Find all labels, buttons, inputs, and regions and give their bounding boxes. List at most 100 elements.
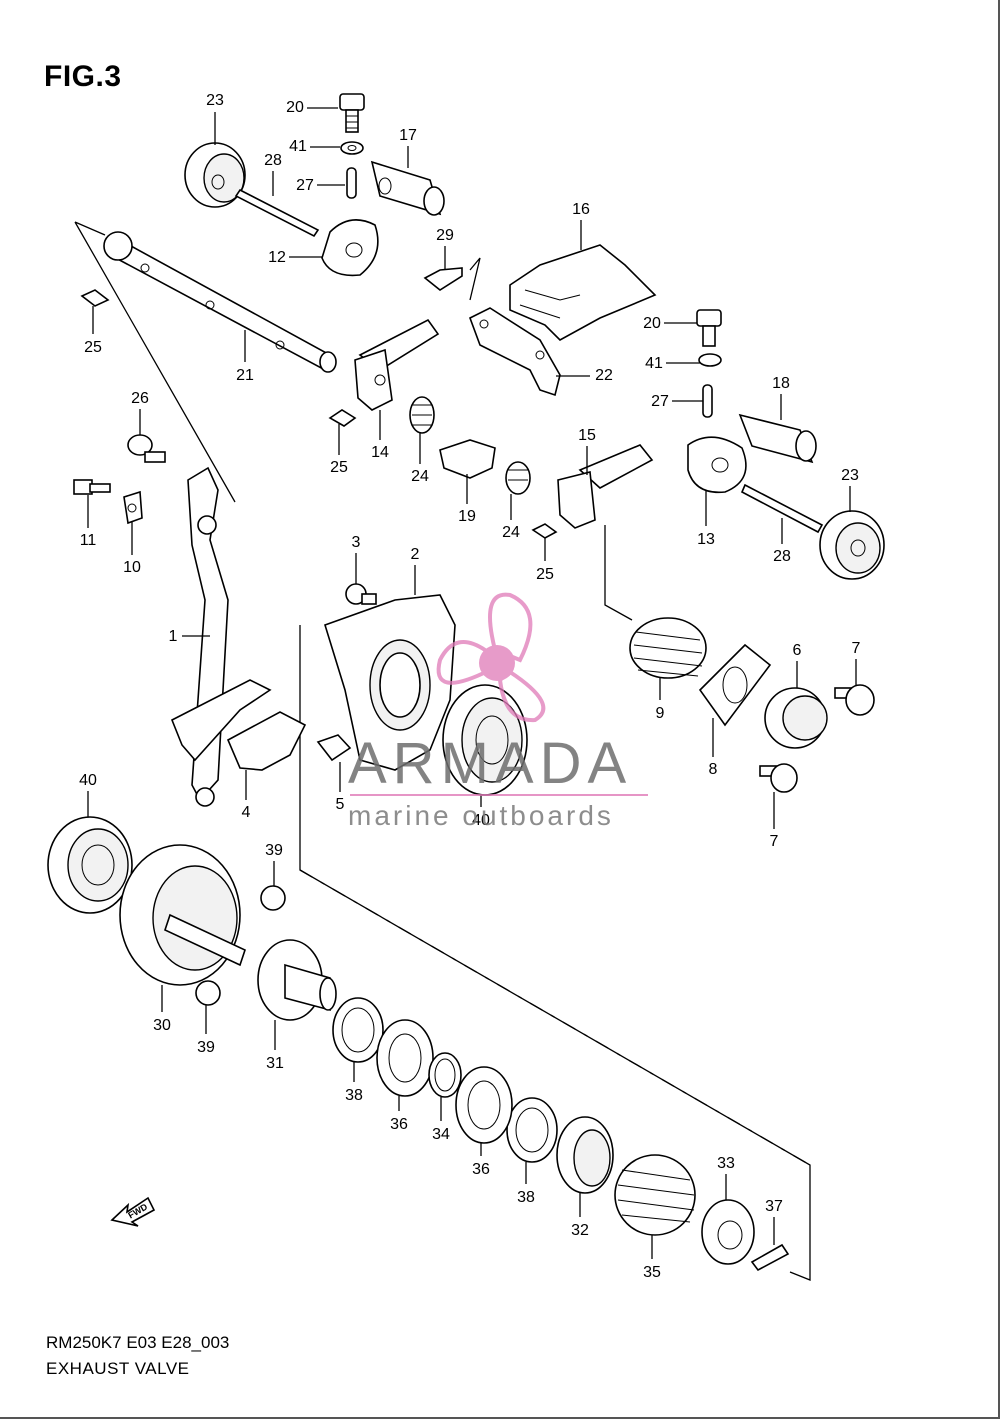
part-33-retainer [701, 1199, 755, 1265]
callout-label-29: 29 [436, 227, 454, 244]
callout-label-12: 12 [268, 249, 286, 266]
callout-label-28: 28 [264, 152, 282, 169]
callout-label-5: 5 [336, 796, 345, 813]
part-2-bracket [324, 594, 456, 771]
callout-label-23: 23 [206, 92, 224, 109]
watermark-name: ARMADA [348, 731, 633, 796]
callout-label-27: 27 [651, 393, 669, 410]
part-23-roller-right [819, 510, 885, 580]
part-29-screw [423, 267, 463, 291]
callout-label-27: 27 [296, 177, 314, 194]
part-37-pin [750, 1243, 790, 1272]
callout-label-8: 8 [709, 761, 718, 778]
callout-label-18: 18 [772, 375, 790, 392]
callout-label-17: 17 [399, 127, 417, 144]
callout-label-9: 9 [656, 705, 665, 722]
callout-label-40: 40 [79, 772, 97, 789]
callout-label-35: 35 [643, 1264, 661, 1281]
part-13-cam [687, 436, 747, 494]
callout-label-36: 36 [390, 1116, 408, 1133]
part-5-bolt [316, 734, 352, 762]
part-30-gear [119, 844, 246, 986]
part-34-ring [428, 1052, 462, 1098]
part-9-spring [629, 617, 707, 679]
watermark-underline [350, 794, 648, 796]
part-12-cam [321, 219, 379, 277]
part-20-bolt [339, 93, 365, 133]
watermark-tagline: marine outboards [348, 800, 614, 831]
callout-label-38: 38 [345, 1087, 363, 1104]
callout-label-36: 36 [472, 1161, 490, 1178]
part-41-washer [340, 141, 364, 155]
part-4-bracket [170, 679, 307, 771]
callout-label-30: 30 [153, 1017, 171, 1034]
callout-label-33: 33 [717, 1155, 735, 1172]
part-21-shaft [103, 231, 337, 373]
part-35-spring [614, 1154, 696, 1236]
callout-label-3: 3 [352, 534, 361, 551]
part-28-pin [234, 188, 320, 238]
part-20-bolt-right [696, 309, 722, 347]
callout-label-10: 10 [123, 559, 141, 576]
part-27-pin-right [702, 384, 713, 418]
callout-label-19: 19 [458, 508, 476, 525]
part-14-lever [354, 318, 440, 411]
callout-label-23: 23 [841, 467, 859, 484]
callout-label-20: 20 [286, 99, 304, 116]
callout-label-24: 24 [502, 524, 520, 541]
callout-label-7: 7 [770, 833, 779, 850]
callout-label-32: 32 [571, 1222, 589, 1239]
callout-label-6: 6 [793, 642, 802, 659]
callout-label-40: 40 [472, 812, 490, 829]
part-23-roller-top [184, 142, 246, 208]
fwd-arrow-icon: FWD [110, 1196, 156, 1227]
part-24-springs [409, 396, 531, 495]
part-22-plate [469, 307, 561, 397]
part-8-gasket [698, 643, 772, 727]
callout-label-26: 26 [131, 390, 149, 407]
callout-label-39: 39 [265, 842, 283, 859]
callout-label-25: 25 [84, 339, 102, 356]
callout-label-37: 37 [765, 1198, 783, 1215]
callout-leader-lines [87, 107, 857, 1259]
part-38-needle-bearings [332, 997, 558, 1163]
part-31-sleeve [257, 939, 337, 1021]
part-11-bolt [73, 479, 111, 495]
assembly-guide-lines [74, 221, 811, 1281]
callout-label-14: 14 [371, 444, 389, 461]
callout-label-2: 2 [411, 546, 420, 563]
part-25-screws [80, 289, 558, 539]
callout-label-13: 13 [697, 531, 715, 548]
callout-label-16: 16 [572, 201, 590, 218]
callout-label-25: 25 [536, 566, 554, 583]
figure-title: FIG.3 [44, 60, 122, 93]
callout-label-21: 21 [236, 367, 254, 384]
part-3-screw [345, 583, 377, 605]
callout-label-31: 31 [266, 1055, 284, 1072]
callout-label-34: 34 [432, 1126, 450, 1143]
callout-label-7: 7 [852, 640, 861, 657]
callout-label-1: 1 [169, 628, 178, 645]
part-32-collar [556, 1116, 614, 1194]
callout-label-39: 39 [197, 1039, 215, 1056]
callout-label-11: 11 [80, 532, 97, 549]
part-16-cover [509, 244, 657, 341]
watermark-propeller-icon [436, 592, 546, 723]
part-41-washer-right [698, 353, 722, 367]
part-7-bolts [759, 684, 875, 793]
part-10-plate [123, 490, 143, 525]
part-39-balls [195, 885, 286, 1006]
figure-code: RM250K7 E03 E28_003 [46, 1333, 230, 1352]
part-18-shaft [738, 413, 817, 464]
figure-caption: EXHAUST VALVE [46, 1359, 190, 1378]
callout-label-20: 20 [643, 315, 661, 332]
callout-label-4: 4 [242, 804, 251, 821]
callout-label-22: 22 [595, 367, 613, 384]
callout-label-15: 15 [578, 427, 596, 444]
part-19-holder [439, 439, 496, 479]
part-28-pin-right [740, 483, 824, 534]
part-26-bolt [127, 434, 166, 463]
